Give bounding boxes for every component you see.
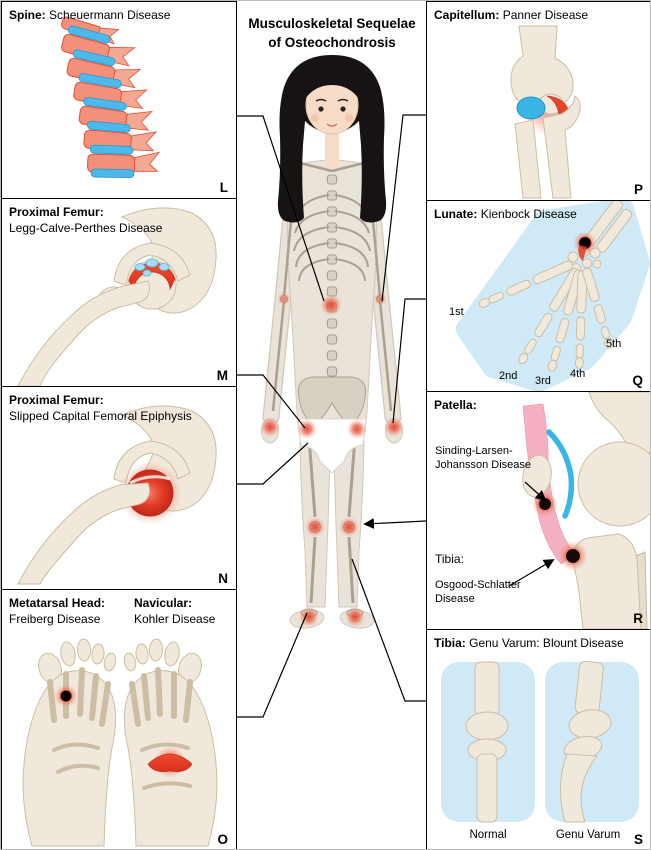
label-ray-4th: 4th (570, 368, 586, 380)
panel-panner-title-rest: Panner Disease (502, 8, 589, 22)
panel-scfe-title-rest: Slipped Capital Femoral Epiphysis (9, 408, 192, 423)
panel-kienbock-letter: Q (632, 373, 643, 388)
label-ray-1st: 1st (449, 306, 464, 318)
skeleton-overlay (271, 161, 393, 618)
panel-blount-title-rest: Genu Varum: Blount Disease (469, 636, 624, 650)
label-ray-5th: 5th (606, 338, 622, 350)
scfe-illustration (17, 405, 217, 585)
panel-panner-title: Capitellum: Panner Disease (427, 4, 650, 28)
right-foot-kohler (123, 638, 218, 847)
panel-scfe-letter: N (218, 571, 228, 586)
label-ray-2nd: 2nd (499, 370, 518, 382)
panel-freiberg-title: Metatarsal Head: Freiberg Disease (9, 596, 105, 627)
panel-panner-title-bold: Capitellum: (434, 8, 500, 22)
panel-blount-letter: S (633, 832, 643, 847)
label-slj-line2: Johansson Disease (435, 459, 532, 472)
arrow-osd (508, 559, 555, 587)
label-osgood-schlatter: Osgood-Schlatter Disease (435, 578, 545, 607)
label-sinding-larsen: Sinding-Larsen- Johansson Disease (435, 444, 545, 473)
panel-kienbock: Lunate: Kienbock Disease 1st 2n (426, 200, 650, 392)
panel-spine-title: Spine: Scheuermann Disease (2, 4, 236, 28)
panel-kienbock-title-bold: Lunate: (434, 207, 478, 221)
panel-scfe: Proximal Femur: Slipped Capital Femoral … (1, 386, 237, 590)
normal-knee (465, 661, 509, 823)
diagram-title: Musculoskeletal Sequelae of Osteochondro… (239, 15, 425, 53)
blount-illustration (441, 660, 639, 823)
perthes-illustration (17, 207, 217, 386)
panel-panner: Capitellum: Panner Disease P (426, 1, 650, 201)
panel-blount-title: Tibia: Genu Varum: Blount Disease (427, 632, 650, 656)
panel-perthes-title-bold: Proximal Femur: (9, 205, 104, 219)
panel-spine-scheuermann: Spine: Scheuermann Disease L (1, 1, 237, 199)
panel-kienbock-title: Lunate: Kienbock Disease (427, 203, 650, 227)
panel-spine-letter: L (219, 180, 228, 195)
panel-feet: Metatarsal Head: Freiberg Disease Navicu… (1, 589, 237, 849)
kienbock-illustration (456, 201, 650, 391)
panel-freiberg-title-bold: Metatarsal Head: (9, 596, 106, 610)
panel-feet-letter: O (217, 832, 228, 847)
label-genu-varum: Genu Varum (555, 829, 621, 841)
panel-knee-letter: R (633, 611, 643, 626)
hair (277, 55, 387, 223)
panel-freiberg-title-rest: Freiberg Disease (9, 611, 101, 626)
panel-kohler-title-bold: Navicular: (134, 596, 193, 610)
panel-knee-title: Patella: (427, 394, 650, 418)
panel-perthes-title: Proximal Femur: Legg-Calve-Perthes Disea… (2, 201, 236, 240)
panel-kohler-title-rest: Kohler Disease (134, 611, 216, 626)
panner-illustration (510, 25, 581, 199)
panel-perthes-letter: M (216, 368, 228, 383)
panel-panner-letter: P (633, 182, 643, 197)
panel-scfe-title-bold: Proximal Femur: (9, 393, 104, 407)
panel-spine-title-rest: Scheuermann Disease (49, 8, 171, 22)
spine-illustration (60, 16, 161, 179)
panel-kohler-title: Navicular: Kohler Disease (134, 596, 215, 627)
diagram-title-line1: Musculoskeletal Sequelae (248, 16, 416, 31)
label-slj-line1: Sinding-Larsen- (435, 445, 513, 457)
panel-knee: Patella: Sinding-Larsen- Johansson Disea… (426, 391, 650, 630)
panel-perthes: Proximal Femur: Legg-Calve-Perthes Disea… (1, 198, 237, 387)
panel-knee-title-bold: Patella: (434, 398, 477, 412)
panel-blount: Tibia: Genu Varum: Blount Disease Normal… (426, 629, 650, 849)
label-ray-3rd: 3rd (535, 375, 551, 387)
panel-perthes-title-rest: Legg-Calve-Perthes Disease (9, 220, 163, 235)
left-foot-freiberg (22, 638, 117, 847)
arrow-slj (524, 481, 547, 502)
panel-blount-title-bold: Tibia: (434, 636, 466, 650)
child-figure (260, 55, 404, 629)
feet-illustration (22, 638, 218, 847)
panel-spine-title-bold: Spine: (9, 8, 46, 22)
label-osd-line2: Disease (435, 593, 475, 606)
label-tibia-bold: Tibia: (435, 552, 464, 566)
panel-scfe-title: Proximal Femur: Slipped Capital Femoral … (2, 389, 236, 428)
label-normal: Normal (469, 829, 507, 841)
panel-kienbock-title-rest: Kienbock Disease (480, 207, 577, 221)
genu-varum-knee (559, 660, 612, 823)
diagram-title-line2: of Osteochondrosis (268, 34, 396, 50)
label-osd-line1: Osgood-Schlatter (435, 579, 521, 591)
bangs (305, 69, 359, 99)
knee-illustration (508, 392, 650, 629)
